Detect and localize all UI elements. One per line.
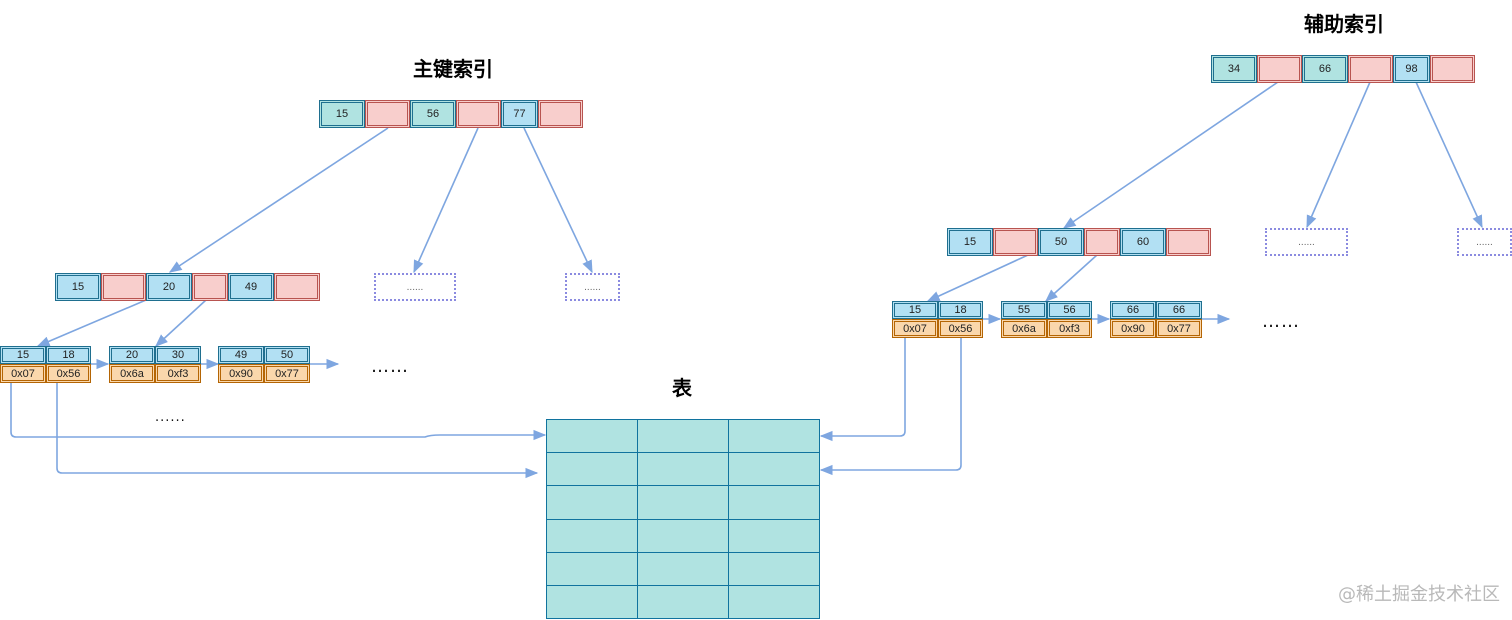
secondary-root-key: 66 bbox=[1302, 55, 1348, 83]
secondary-l2-key: 50 bbox=[1038, 228, 1084, 256]
leaf-key: 18 bbox=[46, 346, 91, 364]
primary-root-pointer bbox=[456, 100, 501, 128]
arrow-secondary-leaf-to-table-row1 bbox=[819, 338, 906, 442]
leaf-key: 18 bbox=[938, 301, 983, 319]
leaf-key: 56 bbox=[1047, 301, 1092, 319]
table-cell bbox=[728, 485, 820, 520]
arrow-primary-root-to-dots1 bbox=[413, 127, 479, 274]
primary-l2-key: 15 bbox=[55, 273, 101, 301]
arrow-primary-l2-to-leaf2 bbox=[155, 299, 207, 347]
arrow-primary-leaf-to-table-row2 bbox=[56, 383, 539, 479]
table-cell bbox=[637, 452, 729, 486]
primary-root-key: 77 bbox=[501, 100, 538, 128]
secondary-l2-pointer bbox=[1084, 228, 1120, 256]
leaf-key: 66 bbox=[1110, 301, 1156, 319]
secondary-index-title: 辅助索引 bbox=[1304, 12, 1384, 36]
primary-l2-key: 49 bbox=[228, 273, 274, 301]
leaf-address: 0xf3 bbox=[155, 364, 201, 383]
leaf-address: 0x56 bbox=[938, 319, 983, 338]
leaf-address: 0x07 bbox=[892, 319, 938, 338]
leaf-address: 0x6a bbox=[1001, 319, 1047, 338]
secondary-collapsed-node: ...... bbox=[1457, 228, 1512, 256]
secondary-l2-pointer bbox=[1166, 228, 1211, 256]
primary-l2-pointer bbox=[192, 273, 228, 301]
primary-more-leaves: ...... bbox=[155, 410, 186, 425]
leaf-address: 0x07 bbox=[0, 364, 46, 383]
table-cell bbox=[728, 552, 820, 586]
table-title: 表 bbox=[672, 376, 692, 400]
leaf-key: 20 bbox=[109, 346, 155, 364]
arrow-primary-l2-to-leaf1 bbox=[36, 299, 147, 347]
table-cell bbox=[546, 485, 638, 520]
table-cell bbox=[546, 585, 638, 619]
leaf-key: 55 bbox=[1001, 301, 1047, 319]
leaf-address: 0x90 bbox=[218, 364, 264, 383]
table-cell bbox=[546, 552, 638, 586]
table-cell bbox=[637, 485, 729, 520]
primary-root-key: 56 bbox=[410, 100, 456, 128]
table-cell bbox=[637, 419, 729, 453]
primary-collapsed-node: ...... bbox=[374, 273, 456, 301]
secondary-root-key: 34 bbox=[1211, 55, 1257, 83]
leaf-address: 0x56 bbox=[46, 364, 91, 383]
arrow-primary-root-to-l2 bbox=[168, 127, 389, 273]
primary-root-key: 15 bbox=[319, 100, 365, 128]
table-cell bbox=[546, 452, 638, 486]
primary-root-pointer bbox=[365, 100, 410, 128]
leaf-key: 30 bbox=[155, 346, 201, 364]
arrow-secondary-root-to-l2 bbox=[1062, 81, 1279, 229]
arrow-primary-root-to-dots2 bbox=[523, 127, 593, 274]
table-cell bbox=[728, 519, 820, 553]
secondary-root-pointer bbox=[1348, 55, 1393, 83]
secondary-l2-pointer bbox=[993, 228, 1038, 256]
leaf-key: 49 bbox=[218, 346, 264, 364]
watermark: @稀土掘金技术社区 bbox=[1338, 584, 1500, 605]
table-cell bbox=[637, 552, 729, 586]
arrow-secondary-l2-to-leaf1 bbox=[926, 254, 1029, 302]
secondary-leaf-continuation: …… bbox=[1262, 311, 1300, 332]
arrow-primary-leaf-to-table-row1 bbox=[10, 383, 547, 441]
primary-root-pointer bbox=[538, 100, 583, 128]
leaf-key: 66 bbox=[1156, 301, 1202, 319]
leaf-address: 0x77 bbox=[264, 364, 310, 383]
primary-collapsed-node: ...... bbox=[565, 273, 620, 301]
leaf-address: 0xf3 bbox=[1047, 319, 1092, 338]
leaf-address: 0x77 bbox=[1156, 319, 1202, 338]
leaf-key: 15 bbox=[0, 346, 46, 364]
arrow-secondary-leaf-to-table-row2 bbox=[819, 338, 962, 476]
leaf-key: 50 bbox=[264, 346, 310, 364]
table-cell bbox=[728, 452, 820, 486]
leaf-address: 0x6a bbox=[109, 364, 155, 383]
table-cell bbox=[546, 419, 638, 453]
secondary-root-key: 98 bbox=[1393, 55, 1430, 83]
arrow-secondary-root-to-dots2 bbox=[1415, 81, 1483, 229]
primary-index-title: 主键索引 bbox=[413, 57, 493, 81]
secondary-l2-key: 60 bbox=[1120, 228, 1166, 256]
leaf-address: 0x90 bbox=[1110, 319, 1156, 338]
table-cell bbox=[637, 519, 729, 553]
table-cell bbox=[728, 419, 820, 453]
leaf-key: 15 bbox=[892, 301, 938, 319]
primary-l2-pointer bbox=[101, 273, 146, 301]
secondary-root-pointer bbox=[1257, 55, 1302, 83]
secondary-root-pointer bbox=[1430, 55, 1475, 83]
table-cell bbox=[637, 585, 729, 619]
primary-l2-pointer bbox=[274, 273, 320, 301]
arrow-secondary-root-to-dots1 bbox=[1306, 81, 1371, 229]
secondary-l2-key: 15 bbox=[947, 228, 993, 256]
table-cell bbox=[728, 585, 820, 619]
primary-leaf-continuation: …… bbox=[371, 356, 409, 377]
primary-l2-key: 20 bbox=[146, 273, 192, 301]
table-cell bbox=[546, 519, 638, 553]
arrow-secondary-l2-to-leaf2 bbox=[1045, 254, 1098, 302]
secondary-collapsed-node: ...... bbox=[1265, 228, 1348, 256]
